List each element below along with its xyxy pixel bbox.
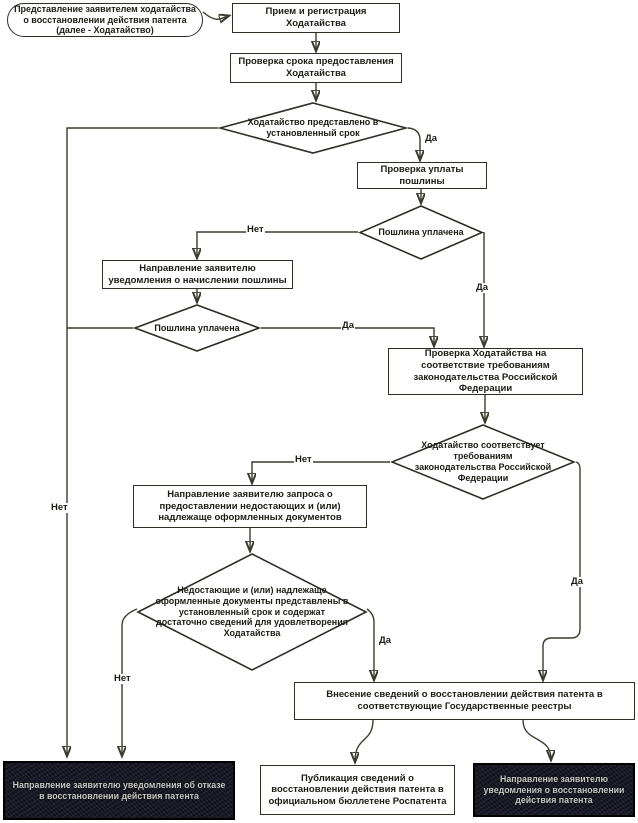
node-check-law-label: Проверка Ходатайства на соответствие тре… — [413, 348, 558, 395]
decision-fee1-label: Пошлина уплачена — [378, 227, 464, 238]
edge-registry-publish — [355, 719, 374, 761]
diamond-shape — [390, 424, 576, 500]
edge-label-yes-fee2: Да — [341, 320, 356, 332]
decision-fee2-diamond: Пошлина уплачена — [133, 304, 261, 352]
decision-docs-diamond: Недостающие и (или) надлежаще оформленны… — [136, 553, 368, 671]
edge-label-yes-term: Да — [424, 133, 439, 145]
node-restore-notice-label: Направление заявителю уведомления о восс… — [483, 773, 625, 806]
edge-registry-notifyrestore — [522, 719, 551, 759]
edge-dfee2-yes — [261, 327, 434, 345]
diamond-shape — [358, 205, 484, 260]
node-registry: Внесение сведений о восстановлении дейст… — [294, 682, 635, 720]
node-registry-label: Внесение сведений о восстановлении дейст… — [326, 689, 603, 712]
node-restore-notice: Направление заявителю уведомления о восс… — [473, 763, 635, 817]
node-publish: Публикация сведений о восстановлении дей… — [260, 765, 455, 815]
edge-label-no-term: Нет — [50, 502, 69, 514]
edge-dterm-yes — [407, 127, 420, 159]
decision-fee2-label: Пошлина уплачена — [154, 322, 240, 333]
edge-dterm-no-left — [67, 127, 218, 755]
node-receive: Прием и регистрация Ходатайства — [232, 3, 400, 33]
node-publish-label: Публикация сведений о восстановлении дей… — [268, 772, 447, 807]
edge-label-no-docs: Нет — [113, 673, 132, 685]
node-notify-fee-label: Направление заявителю уведомления о начи… — [108, 262, 287, 286]
node-check-law: Проверка Ходатайства на соответствие тре… — [388, 348, 583, 395]
diamond-shape — [133, 304, 261, 352]
node-request-docs-label: Направление заявителю запроса о предоста… — [158, 489, 342, 524]
edge-label-yes-docs: Да — [378, 635, 393, 647]
edge-ddocs-yes — [366, 608, 374, 679]
node-start-label: Представление заявителем ходатайства о в… — [14, 3, 196, 36]
edge-label-no-fee1: Нет — [246, 224, 265, 236]
node-refuse-notice-label: Направление заявителю уведомления об отк… — [12, 779, 226, 801]
edge-ddocs-no — [122, 608, 138, 755]
edge-label-no-law: Нет — [294, 454, 313, 466]
decision-term-label: Ходатайство представлено в установленный… — [247, 117, 379, 138]
node-request-docs: Направление заявителю запроса о предоста… — [133, 485, 367, 528]
node-check-fee-label: Проверка уплаты пошлины — [380, 163, 464, 187]
decision-fee1-diamond: Пошлина уплачена — [358, 205, 484, 260]
diamond-shape — [218, 102, 408, 154]
decision-law-diamond: Ходатайство соответствует требованиям за… — [390, 424, 576, 500]
decision-term-diamond: Ходатайство представлено в установленный… — [218, 102, 408, 154]
edge-start-receive — [202, 11, 228, 19]
node-start-terminator: Представление заявителем ходатайства о в… — [7, 3, 203, 37]
node-check-term-label: Проверка срока предоставления Ходатайств… — [238, 56, 394, 79]
edge-dlaw-yes — [543, 461, 581, 679]
node-refuse-notice: Направление заявителю уведомления об отк… — [3, 761, 235, 820]
edge-dlaw-no — [252, 461, 390, 482]
edge-label-yes-fee1: Да — [475, 282, 490, 294]
edge-dfee1-no — [197, 231, 358, 257]
node-check-fee: Проверка уплаты пошлины — [357, 162, 487, 189]
edge-label-yes-law: Да — [570, 576, 585, 588]
node-notify-fee: Направление заявителю уведомления о начи… — [102, 260, 293, 289]
decision-law-label: Ходатайство соответствует требованиям за… — [414, 440, 552, 483]
node-receive-label: Прием и регистрация Ходатайства — [265, 6, 367, 29]
node-check-term: Проверка срока предоставления Ходатайств… — [230, 53, 402, 83]
diamond-shape — [136, 553, 368, 671]
decision-docs-label: Недостающие и (или) надлежаще оформленны… — [155, 584, 349, 639]
